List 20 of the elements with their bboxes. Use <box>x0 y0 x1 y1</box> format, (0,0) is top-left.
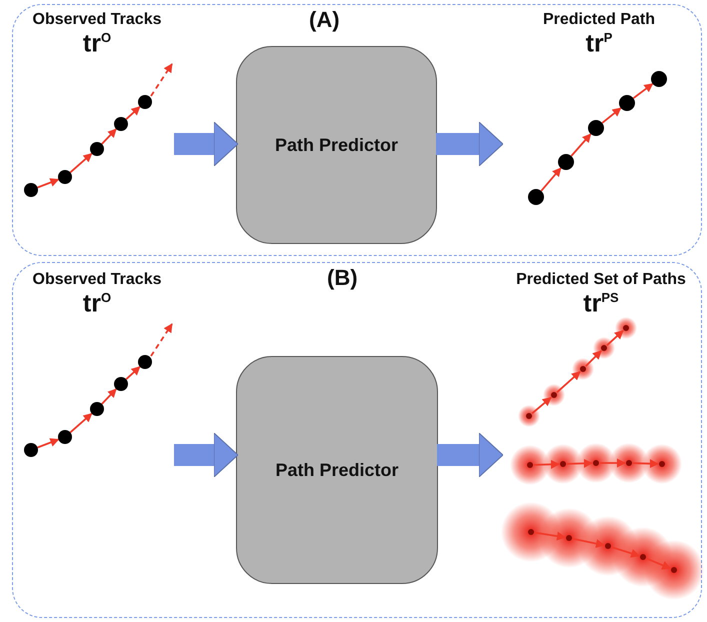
math-symbol: tr$^{PS}$ <box>582 291 620 316</box>
node-label: Path Predictor <box>274 134 398 156</box>
node-label: Path Predictor <box>275 460 399 480</box>
block-arrow <box>174 122 238 166</box>
heading: Predicted Path <box>542 11 656 29</box>
panel-label: (A) <box>309 7 340 33</box>
math-symbol: tr$^{P}$ <box>584 31 614 56</box>
panel-frame <box>12 4 702 256</box>
panel-label: (B) <box>327 265 358 291</box>
math-symbol: tr$^{O}$ <box>82 291 112 316</box>
process-box <box>236 46 437 244</box>
panel-frame <box>12 262 702 618</box>
block-arrow <box>437 432 504 478</box>
process-box <box>236 356 438 584</box>
block-arrow <box>436 122 504 166</box>
block-arrow <box>174 432 238 478</box>
heading: Predicted Set of Paths <box>515 271 687 289</box>
heading: Observed Tracks <box>32 11 162 29</box>
heading: Observed Tracks <box>32 271 162 289</box>
math-symbol: tr$^{O}$ <box>82 31 112 56</box>
